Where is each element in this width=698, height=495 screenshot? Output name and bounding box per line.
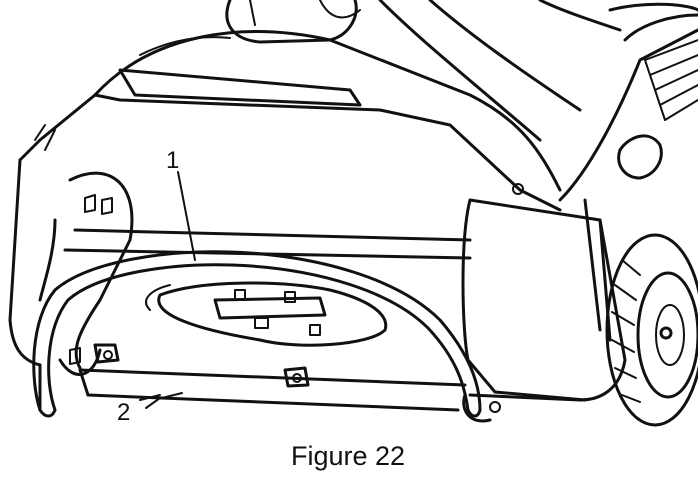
- callout-1: 1: [166, 147, 179, 174]
- upper-housing: [20, 0, 620, 210]
- leader-line-1: [178, 172, 195, 260]
- scraper-brackets: [95, 345, 308, 386]
- callout-2: 2: [117, 399, 130, 426]
- figure-caption: Figure 22: [291, 441, 405, 471]
- impeller: [146, 283, 386, 345]
